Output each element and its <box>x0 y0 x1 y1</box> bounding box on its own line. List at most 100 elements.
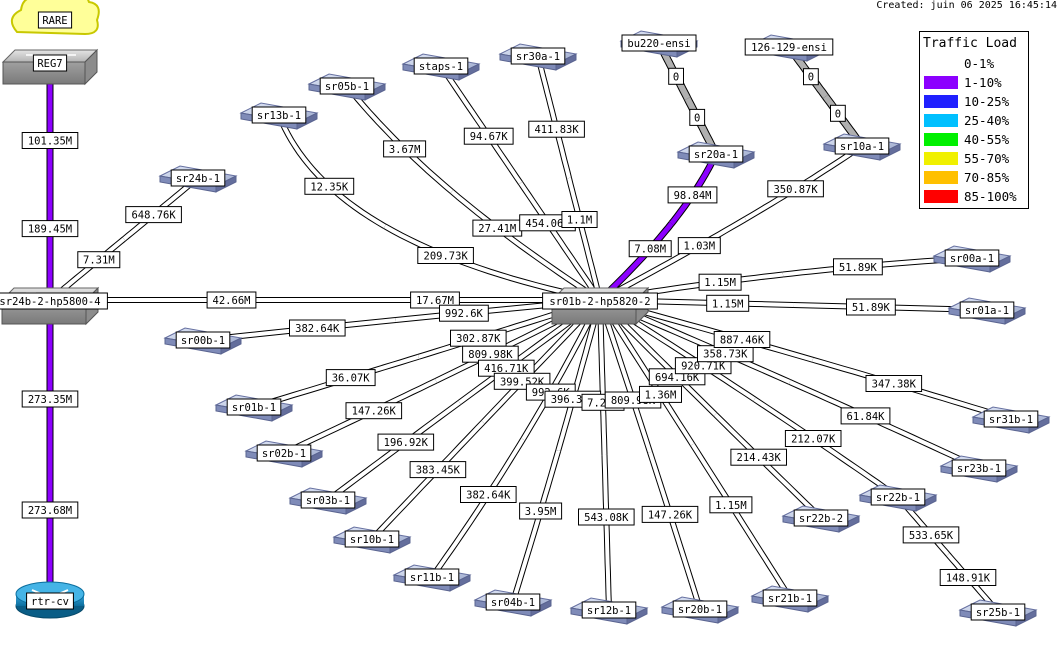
node-sr25b1[interactable]: sr25b-1 <box>958 599 1038 627</box>
link-label-out-hub-sr01a1: 51.89K <box>846 298 896 316</box>
link-label-out-sr24b2-hub: 17.67M <box>410 291 460 309</box>
link-hub-sr04b1[interactable] <box>510 299 603 603</box>
link-hub-sr20b1[interactable] <box>597 299 703 610</box>
link-hub-sr05b1[interactable] <box>344 84 602 303</box>
legend-item: 0-1% <box>924 56 1028 71</box>
node-sr20b1[interactable]: sr20b-1 <box>660 596 740 624</box>
node-sr12b1[interactable]: sr12b-1 <box>569 597 649 625</box>
node-sr20a1[interactable]: sr20a-1 <box>676 141 756 169</box>
link-label-out-sr20a1-bu220: 0 <box>668 67 685 85</box>
node-rare[interactable]: RARE <box>10 0 100 36</box>
link-label-in-hub-sr21b1-text: 1.36M <box>645 389 677 401</box>
node-label-sr04b1: sr04b-1 <box>491 597 535 609</box>
link-label-in-hub-sr20a1: 7.08M <box>628 240 672 258</box>
link-label-out-sr22b1-sr25b1-text: 148.91K <box>946 573 991 585</box>
node-e126[interactable]: 126-129-ensi <box>744 34 834 62</box>
link-label-in-hub-sr03b1: 416.71K <box>478 359 535 377</box>
link-sr22b1-sr25b1[interactable] <box>895 495 1001 614</box>
node-sr21b1[interactable]: sr21b-1 <box>750 585 830 613</box>
link-label-out-hub-sr22b1-text: 212.07K <box>791 434 836 446</box>
link-hub-sr12b1[interactable] <box>597 299 612 611</box>
node-sr05b1[interactable]: sr05b-1 <box>307 73 387 101</box>
node-staps1[interactable]: staps-1 <box>401 53 481 81</box>
node-sr01b1[interactable]: sr01b-1 <box>214 394 294 422</box>
node-sr01a1[interactable]: sr01a-1 <box>947 297 1027 325</box>
link-label-in-sr20a1-bu220: 0 <box>689 108 706 126</box>
link-label-out-hub-sr11b1: 382.64K <box>460 486 517 503</box>
link-label-in-sr20a1-bu220-text: 0 <box>694 112 700 124</box>
link-label-in-hub-sr30a1-text: 1.1M <box>567 214 592 226</box>
node-label-sr12b1: sr12b-1 <box>587 605 631 617</box>
node-sr02b1[interactable]: sr02b-1 <box>244 440 324 468</box>
node-sr22b2[interactable]: sr22b-2 <box>781 505 861 533</box>
legend-swatch <box>924 76 958 89</box>
link-hub-staps1[interactable] <box>438 64 603 302</box>
node-hub[interactable]: sr01b-2-hp5820-2 <box>542 286 658 326</box>
link-label-in-hub-sr13b1-text: 209.73K <box>424 251 469 263</box>
link-label-out-sr24b2-sr24b1-text: 648.76K <box>131 210 176 222</box>
node-sr30a1[interactable]: sr30a-1 <box>498 43 578 71</box>
node-sr23b1[interactable]: sr23b-1 <box>939 455 1019 483</box>
link-label-in-hub-sr30a1: 1.1M <box>561 211 598 228</box>
node-label-sr20a1: sr20a-1 <box>694 149 738 161</box>
node-rtrcv[interactable]: rtr-cv <box>15 581 85 619</box>
link-label-out-sr24b2-rtrcv-text: 273.68M <box>28 505 72 517</box>
link-label-in-hub-sr10a1-text: 1.03M <box>683 241 715 253</box>
node-label-sr00b1: sr00b-1 <box>181 335 225 347</box>
link-label-out-hub-sr01b1-text: 36.07K <box>332 373 371 385</box>
node-sr10a1[interactable]: sr10a-1 <box>822 133 902 161</box>
link-label-in-hub-sr31b1: 887.46K <box>713 331 771 348</box>
link-label-out-sr10a1-e126: 0 <box>803 68 819 86</box>
link-label-in-hub-sr21b1: 1.36M <box>639 385 682 403</box>
legend-swatch <box>924 190 958 203</box>
legend-label: 10-25% <box>964 94 1010 109</box>
legend-label: 1-10% <box>964 75 1002 90</box>
node-sr04b1[interactable]: sr04b-1 <box>473 589 553 617</box>
node-label-sr25b1: sr25b-1 <box>976 607 1020 619</box>
node-sr22b1[interactable]: sr22b-1 <box>858 484 938 512</box>
node-label-rtrcv: rtr-cv <box>31 596 69 608</box>
link-hub-sr30a1[interactable] <box>535 55 603 301</box>
link-label-out-hub-sr22b1: 212.07K <box>784 430 842 447</box>
link-label-in-sr24b2-rtrcv-text: 273.35M <box>28 394 72 406</box>
link-label-in-hub-sr01b1: 302.87K <box>450 329 507 347</box>
link-label-out-hub-sr22b2-text: 214.43K <box>737 452 782 464</box>
node-label-sr22b1: sr22b-1 <box>876 492 920 504</box>
node-sr24b2[interactable]: sr24b-2-hp5800-4 <box>0 286 108 326</box>
node-sr03b1[interactable]: sr03b-1 <box>288 487 368 515</box>
legend-label: 85-100% <box>964 189 1017 204</box>
node-sr00a1[interactable]: sr00a-1 <box>932 245 1012 273</box>
node-bu220[interactable]: bu220-ensi <box>619 30 699 58</box>
link-label-out-hub-sr12b1-text: 543.08K <box>584 512 629 524</box>
link-label-out-hub-sr23b1: 61.84K <box>840 407 891 425</box>
node-reg7[interactable]: REG7 <box>1 48 99 86</box>
link-label-out-hub-sr30a1: 411.83K <box>528 120 585 138</box>
node-sr13b1[interactable]: sr13b-1 <box>239 102 319 130</box>
node-sr00b1[interactable]: sr00b-1 <box>163 327 243 355</box>
link-sr20a1-bu220[interactable] <box>655 41 720 156</box>
legend-item: 70-85% <box>924 170 1028 185</box>
link-label-in-hub-sr00b1-text: 992.6K <box>445 308 484 320</box>
link-hub-sr13b1[interactable] <box>276 113 601 303</box>
node-sr10b1[interactable]: sr10b-1 <box>332 526 412 554</box>
link-sr24b2-sr24b1[interactable] <box>48 175 200 303</box>
node-sr31b1[interactable]: sr31b-1 <box>971 406 1051 434</box>
link-sr10a1-e126[interactable] <box>785 44 866 149</box>
node-label-sr31b1: sr31b-1 <box>989 414 1033 426</box>
node-sr11b1[interactable]: sr11b-1 <box>392 564 472 592</box>
link-label-out-sr24b2-rtrcv: 273.68M <box>21 501 79 519</box>
link-label-out-sr22b1-sr25b1: 148.91K <box>939 569 997 586</box>
link-label-in-sr24b2-rtrcv: 273.35M <box>21 390 79 408</box>
link-hub-sr01a1[interactable] <box>599 297 988 313</box>
node-label-staps1: staps-1 <box>419 61 463 73</box>
link-label-in-hub-sr03b1-text: 416.71K <box>484 363 529 375</box>
link-label-out-hub-sr00a1: 51.89K <box>833 258 883 276</box>
legend-item: 10-25% <box>924 94 1028 109</box>
link-label-in-hub-sr22b1-text: 920.71K <box>681 361 726 373</box>
legend-swatch <box>924 133 958 146</box>
node-sr24b1[interactable]: sr24b-1 <box>158 165 238 193</box>
node-label-sr01b1: sr01b-1 <box>232 402 276 414</box>
link-label-out-hub-sr00b1-text: 382.64K <box>295 323 340 335</box>
